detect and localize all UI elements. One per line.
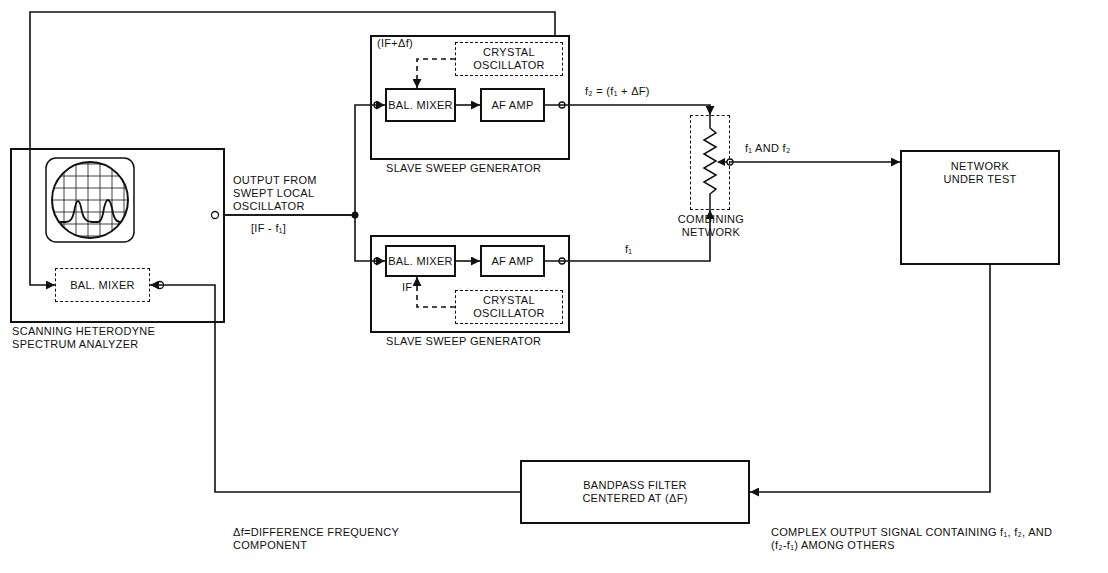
grid-line bbox=[50, 200, 130, 201]
grid-line bbox=[50, 176, 130, 177]
grid-line bbox=[50, 212, 130, 213]
screen-bezel bbox=[46, 158, 134, 242]
trace bbox=[52, 200, 130, 222]
mixer-box: BAL. MIXER bbox=[55, 268, 150, 302]
signal-connector bbox=[456, 104, 480, 106]
signal-connector bbox=[417, 59, 455, 88]
mixer-box: BAL. MIXER bbox=[385, 88, 456, 122]
block-label: NETWORK UNDER TEST bbox=[935, 160, 1025, 185]
signal-connector bbox=[750, 265, 990, 492]
mixer-box: BAL. MIXER bbox=[385, 245, 456, 277]
grid-line bbox=[50, 188, 130, 189]
filter-box: BANDPASS FILTER CENTERED AT (ΔF) bbox=[520, 460, 750, 524]
analyzer-box: BAL. MIXERSCANNING HETERODYNE SPECTRUM A… bbox=[10, 148, 225, 323]
combining-box: COMBINING NETWORK bbox=[690, 115, 730, 210]
wiper-arrow bbox=[718, 161, 727, 163]
oscillator-box: CRYSTAL OSCILLATOR bbox=[455, 42, 563, 76]
screen-grid bbox=[50, 160, 130, 240]
amplifier-box: AF AMP bbox=[480, 88, 545, 122]
block-label: BAL. MIXER bbox=[388, 99, 453, 112]
generator-box: CRYSTAL OSCILLATORBAL. MIXERAF AMPSLAVE … bbox=[370, 35, 570, 160]
signal-connector bbox=[730, 161, 900, 163]
block-label: CRYSTAL OSCILLATOR bbox=[456, 46, 562, 71]
generator-box: BAL. MIXERAF AMPCRYSTAL OSCILLATORSLAVE … bbox=[370, 235, 570, 333]
terminals bbox=[157, 102, 994, 495]
signal-label: (IF+Δf) bbox=[376, 37, 414, 50]
grid-line bbox=[50, 164, 130, 165]
oscillator-box: CRYSTAL OSCILLATOR bbox=[455, 290, 563, 324]
signal-label: OUTPUT FROM SWEPT LOCAL OSCILLATOR bbox=[232, 174, 352, 214]
block-heading: SCANNING HETERODYNE SPECTRUM ANALYZER bbox=[12, 325, 162, 350]
block-label: AF AMP bbox=[491, 255, 533, 268]
signal-label: f₁ bbox=[624, 243, 633, 256]
signal-connector bbox=[417, 277, 455, 307]
signal-label: [IF - f₁] bbox=[250, 222, 287, 235]
terminal bbox=[212, 212, 219, 219]
block-label: BAL. MIXER bbox=[388, 255, 453, 268]
signal-label: f₂ = (f₁ + ΔF) bbox=[584, 85, 651, 98]
grid-line bbox=[50, 236, 130, 237]
block-label: BAL. MIXER bbox=[70, 279, 135, 292]
block-heading: SLAVE SWEEP GENERATOR bbox=[386, 335, 586, 348]
grid-line bbox=[50, 224, 130, 225]
signal-label: f₁ AND f₂ bbox=[744, 142, 792, 155]
block-label: BANDPASS FILTER CENTERED AT (ΔF) bbox=[570, 479, 700, 504]
block-heading: SLAVE SWEEP GENERATOR bbox=[386, 162, 586, 175]
potentiometer-symbol bbox=[704, 115, 716, 210]
signal-connector bbox=[456, 260, 480, 262]
signal-label: IF bbox=[401, 281, 413, 294]
signal-label: COMPLEX OUTPUT SIGNAL CONTAINING f₁, f₂,… bbox=[770, 526, 1072, 552]
signal-connector bbox=[225, 105, 385, 215]
block-label: AF AMP bbox=[491, 99, 533, 112]
amplifier-box: AF AMP bbox=[480, 245, 545, 277]
process-box: NETWORK UNDER TEST bbox=[900, 150, 1060, 265]
block-heading: COMBINING NETWORK bbox=[671, 213, 751, 238]
signal-label: Δf=DIFFERENCE FREQUENCY COMPONENT bbox=[232, 526, 434, 552]
signal-connector bbox=[225, 215, 385, 261]
block-label: CRYSTAL OSCILLATOR bbox=[456, 294, 562, 319]
